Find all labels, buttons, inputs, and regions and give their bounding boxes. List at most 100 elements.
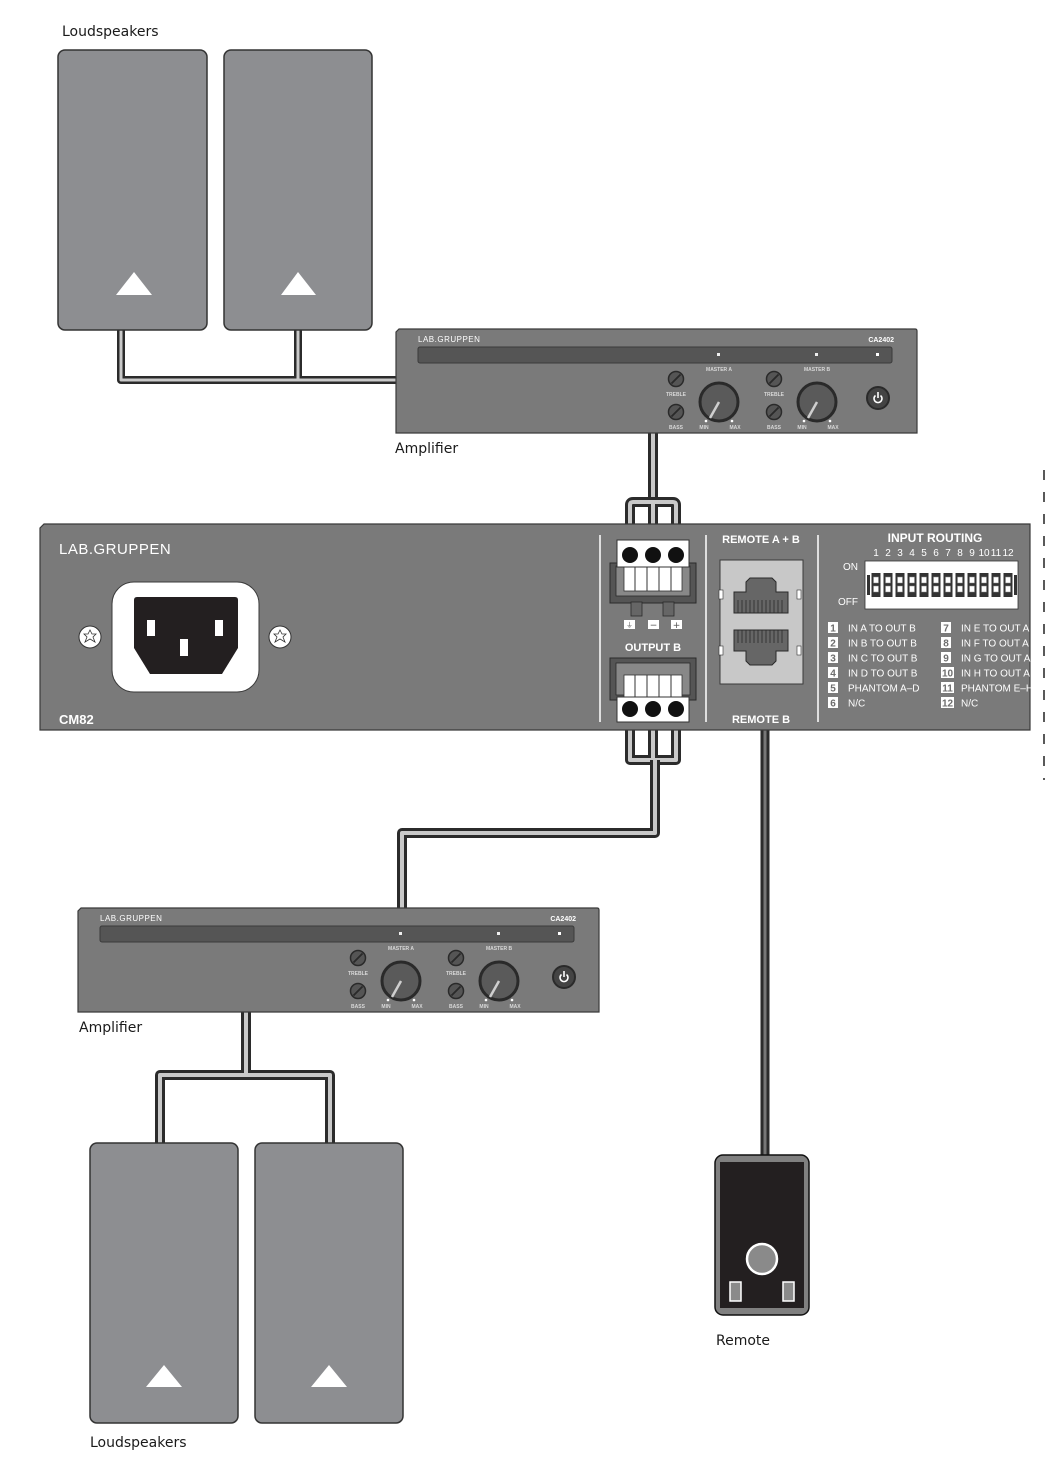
dip-switches[interactable] (867, 573, 1017, 597)
dip-switch-11[interactable] (991, 573, 1001, 597)
routing-legend-label: IN B TO OUT B (848, 639, 917, 650)
bass-label: BASS (351, 1004, 366, 1010)
treble-a-knob[interactable] (667, 370, 685, 388)
output-b-connector[interactable] (609, 657, 697, 723)
treble-b-knob[interactable] (447, 949, 465, 967)
dip-switch-number: 7 (945, 548, 951, 559)
dip-switch-9[interactable] (967, 573, 977, 597)
speaker-triangle-icon (281, 272, 316, 295)
max-label: MAX (411, 1004, 423, 1010)
bass-label: BASS (449, 1004, 464, 1010)
master-b-knob[interactable] (478, 960, 520, 1002)
routing-legend-number: 3 (830, 654, 836, 665)
treble-b-knob[interactable] (765, 370, 783, 388)
routing-legend-label: IN D TO OUT B (848, 669, 918, 680)
routing-legend-label: N/C (961, 699, 978, 710)
power-inlet[interactable] (111, 581, 260, 693)
top-amplifier: LAB.GRUPPEN CA2402 TREBLE BASS MASTER A … (395, 328, 918, 434)
dip-switch-2[interactable] (883, 573, 893, 597)
master-b-knob[interactable] (796, 381, 838, 423)
dip-switch-6[interactable] (931, 573, 941, 597)
min-label: MIN (797, 425, 807, 431)
bass-b-knob[interactable] (765, 403, 783, 421)
master-b-label: MASTER B (486, 946, 513, 952)
treble-a-knob[interactable] (349, 949, 367, 967)
rj45-ports[interactable] (718, 559, 804, 685)
top-loudspeaker-left (57, 49, 208, 331)
output-b-label: OUTPUT B (625, 642, 681, 654)
treble-label: TREBLE (348, 971, 369, 977)
dip-switch-number: 12 (1002, 548, 1014, 559)
rj45-port-b (733, 629, 789, 666)
bass-label: BASS (669, 425, 684, 431)
routing-legend-number: 7 (943, 624, 949, 635)
top-loudspeaker-right (223, 49, 373, 331)
dip-switch-8[interactable] (955, 573, 965, 597)
off-label: OFF (838, 597, 858, 608)
screw-icon (268, 625, 292, 649)
bass-a-knob[interactable] (349, 982, 367, 1000)
power-button[interactable] (866, 386, 890, 410)
dip-switch-3[interactable] (895, 573, 905, 597)
routing-legend-label: IN H TO OUT A (961, 669, 1030, 680)
plus-symbol: + (673, 621, 681, 631)
routing-legend-label: IN F TO OUT A (961, 639, 1029, 650)
speaker-triangle-icon (116, 272, 152, 295)
cm82-panel: LAB.GRUPPEN CM82 (39, 523, 1033, 731)
remote-caption: Remote (716, 1333, 770, 1349)
screw-icon (78, 625, 102, 649)
cm82-brand-logo: LAB.GRUPPEN (59, 541, 171, 558)
master-a-knob[interactable] (698, 381, 740, 423)
bottom-loudspeaker-right (254, 1142, 404, 1424)
routing-legend-item: 5 PHANTOM A–D (828, 682, 920, 695)
routing-legend-item: 10 IN H TO OUT A (941, 667, 1030, 680)
dip-switch-1[interactable] (871, 573, 881, 597)
routing-legend-number: 2 (830, 639, 836, 650)
bottom-amplifier-caption: Amplifier (79, 1020, 142, 1036)
terminal-symbols: ⏚ − + (624, 620, 682, 631)
remote-knob[interactable] (745, 1242, 779, 1276)
amp-brand-logo: LAB.GRUPPEN (418, 335, 480, 344)
remote-control[interactable] (714, 1154, 810, 1316)
max-label: MAX (827, 425, 839, 431)
speaker-triangle-icon (146, 1365, 182, 1387)
remote-a-b-label: REMOTE A + B (722, 534, 800, 546)
minus-symbol: − (650, 621, 658, 631)
power-button[interactable] (552, 965, 576, 989)
routing-legend-number: 5 (830, 684, 836, 695)
dip-switch-number: 10 (978, 548, 990, 559)
dip-switch-12[interactable] (1003, 573, 1013, 597)
routing-legend-label: IN A TO OUT B (848, 624, 916, 635)
treble-label: TREBLE (446, 971, 467, 977)
master-a-knob[interactable] (380, 960, 422, 1002)
treble-label: TREBLE (764, 392, 785, 398)
bottom-loudspeaker-left (89, 1142, 239, 1424)
max-label: MAX (509, 1004, 521, 1010)
amp-brand-logo: LAB.GRUPPEN (100, 914, 162, 923)
routing-legend-label: IN G TO OUT A (961, 654, 1031, 665)
bass-a-knob[interactable] (667, 403, 685, 421)
routing-legend-label: PHANTOM A–D (848, 684, 920, 695)
output-a-connector[interactable] (609, 539, 697, 617)
led-indicator (717, 353, 720, 356)
bass-b-knob[interactable] (447, 982, 465, 1000)
dip-switch-5[interactable] (919, 573, 929, 597)
dip-switch-4[interactable] (907, 573, 917, 597)
bass-label: BASS (767, 425, 782, 431)
dip-switch-number: 11 (991, 548, 1002, 559)
dip-switch-10[interactable] (979, 573, 989, 597)
led-indicator (558, 932, 561, 935)
master-a-label: MASTER A (388, 946, 414, 952)
bottom-loudspeakers-caption: Loudspeakers (90, 1435, 187, 1451)
top-amplifier-caption: Amplifier (395, 441, 458, 457)
dip-switch-7[interactable] (943, 573, 953, 597)
dip-switch-number: 1 (873, 548, 879, 559)
routing-legend-number: 10 (942, 669, 954, 680)
